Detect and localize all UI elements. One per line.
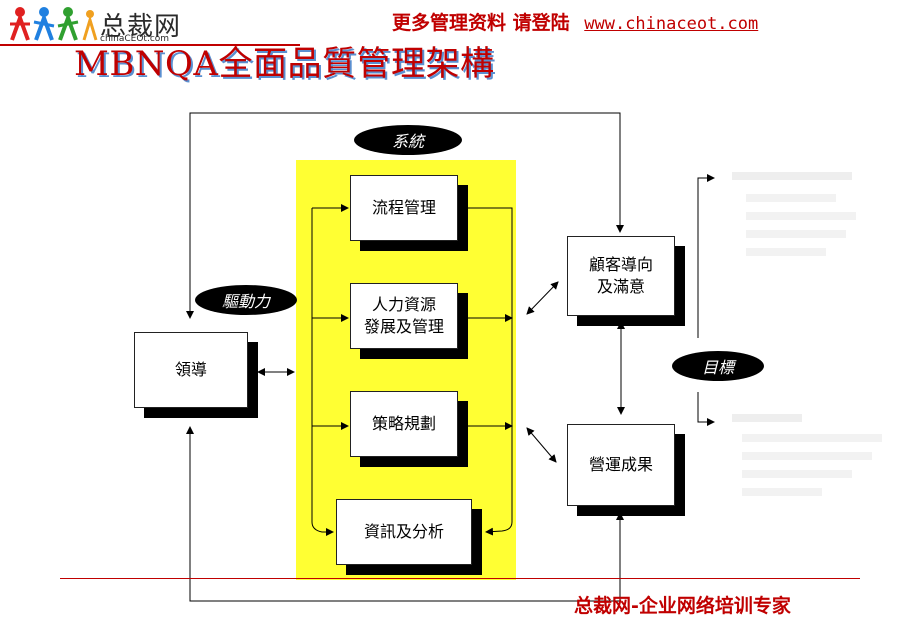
faint-text-block-top <box>732 166 862 316</box>
strategic-planning-box: 策略規劃 <box>350 391 458 457</box>
process-management-box: 流程管理 <box>350 175 458 241</box>
business-results-box: 營運成果 <box>567 424 675 506</box>
footer-divider <box>60 578 860 579</box>
leadership-box: 領導 <box>134 332 248 408</box>
customer-label-line2: 及滿意 <box>596 277 645 296</box>
faint-text-block-bottom <box>732 408 892 538</box>
drive-oval-label: 驅動力 <box>195 285 297 315</box>
slide-title: MBNQA全面品質管理架構 <box>74 44 495 84</box>
logo: 总裁网 chinaCEOt.com <box>8 4 208 46</box>
customer-focus-box: 顧客導向 及滿意 <box>567 236 675 316</box>
footer-slogan: 总裁网-企业网络培训专家 <box>574 595 791 617</box>
promo-text: 更多管理资料 请登陆 <box>392 12 570 34</box>
business-results-label: 營運成果 <box>588 455 653 475</box>
logo-subtext: chinaCEOt.com <box>100 34 170 44</box>
hr-label-line1: 人力資源 <box>371 295 436 315</box>
promo-banner: 更多管理资料 请登陆 www.chinaceot.com <box>392 8 758 35</box>
system-oval-label: 系統 <box>354 125 462 155</box>
goal-oval-label: 目標 <box>672 351 764 381</box>
information-analysis-box: 資訊及分析 <box>336 499 472 565</box>
header-divider <box>0 44 300 46</box>
information-analysis-label: 資訊及分析 <box>363 522 444 542</box>
hr-development-box: 人力資源 發展及管理 <box>350 283 458 349</box>
customer-label-line1: 顧客導向 <box>588 255 653 275</box>
process-management-label: 流程管理 <box>371 198 436 218</box>
logo-text: 总裁网 <box>100 12 182 42</box>
promo-url-link[interactable]: www.chinaceot.com <box>584 14 759 34</box>
leadership-label: 領導 <box>174 360 207 380</box>
strategic-planning-label: 策略規劃 <box>371 414 436 434</box>
people-logo-icon <box>10 7 98 41</box>
hr-label-line2: 發展及管理 <box>363 317 444 336</box>
